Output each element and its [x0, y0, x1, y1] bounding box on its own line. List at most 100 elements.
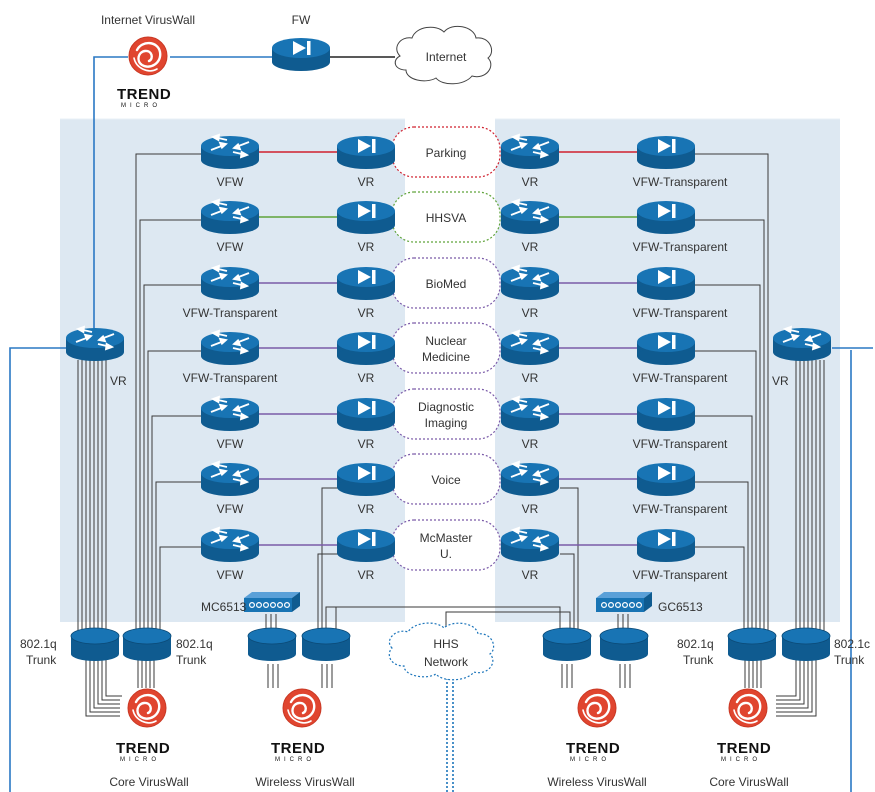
- core-viruswall-left-logo: [126, 687, 168, 729]
- internet-cloud-icon[interactable]: [394, 25, 492, 85]
- right-bundle-lines: [445, 153, 769, 640]
- left-vr-label: VR: [358, 175, 375, 189]
- network-segment-label: Imaging: [425, 416, 468, 430]
- right-vr-router-icon[interactable]: [500, 526, 560, 563]
- left-vr-label: VR: [358, 371, 375, 385]
- right-vfw-firewall-icon[interactable]: [637, 267, 695, 300]
- left-fw-label: VFW: [217, 240, 244, 254]
- network-segment-cloud-icon[interactable]: [391, 519, 501, 571]
- fw-firewall-icon[interactable]: [272, 38, 330, 71]
- left-vfw-router-icon[interactable]: [200, 264, 260, 301]
- trend-sub-b1: MICRO: [120, 757, 160, 763]
- network-segment-label: Medicine: [422, 350, 470, 364]
- left-vr-firewall-icon[interactable]: [337, 332, 395, 365]
- right-vfw-firewall-icon[interactable]: [637, 463, 695, 496]
- right-fw-label: VFW-Transparent: [633, 502, 728, 516]
- right-vfw-firewall-icon[interactable]: [637, 398, 695, 431]
- right-fw-label: VFW-Transparent: [633, 240, 728, 254]
- left-vfw-router-icon[interactable]: [200, 329, 260, 366]
- trunk-switch-right-1[interactable]: [727, 627, 777, 662]
- left-fw-label: VFW: [217, 437, 244, 451]
- left-vfw-router-icon[interactable]: [200, 198, 260, 235]
- trunk-label-1a: 802.1q: [20, 637, 57, 651]
- core-viruswall-left-label: Core VirusWall: [109, 775, 188, 789]
- core-vr-right-router-icon[interactable]: [772, 325, 832, 362]
- core-vr-left-router-icon[interactable]: [65, 325, 125, 362]
- right-vr-router-icon[interactable]: [500, 329, 560, 366]
- left-vr-label: VR: [358, 437, 375, 451]
- hhs-network-label-1: HHS: [433, 637, 458, 651]
- left-vr-label: VR: [358, 240, 375, 254]
- hhs-network-label-2: Network: [424, 655, 469, 669]
- right-fw-label: VFW-Transparent: [633, 175, 728, 189]
- left-vfw-router-icon[interactable]: [200, 526, 260, 563]
- trunk-label-4b: Trunk: [834, 653, 865, 667]
- left-vr-firewall-icon[interactable]: [337, 267, 395, 300]
- network-segment-label: HHSVA: [426, 211, 466, 225]
- core-vr-left-label: VR: [110, 374, 127, 388]
- wireless-viruswall-right-logo: [576, 687, 618, 729]
- trunk-label-3a: 802.1q: [677, 637, 714, 651]
- wireless-viruswall-right-label: Wireless VirusWall: [547, 775, 646, 789]
- left-vfw-router-icon[interactable]: [200, 395, 260, 432]
- right-vr-label: VR: [522, 568, 539, 582]
- left-fw-label: VFW-Transparent: [183, 306, 278, 320]
- left-vr-firewall-icon[interactable]: [337, 136, 395, 169]
- trunk-label-2a: 802.1q: [176, 637, 213, 651]
- left-vfw-router-icon[interactable]: [200, 460, 260, 497]
- trunk-switch-left-1[interactable]: [70, 627, 120, 662]
- wireless-switch-left-2[interactable]: [301, 627, 351, 662]
- left-vr-firewall-icon[interactable]: [337, 201, 395, 234]
- right-vr-router-icon[interactable]: [500, 395, 560, 432]
- network-segment-label: McMaster: [420, 531, 473, 545]
- left-vr-firewall-icon[interactable]: [337, 463, 395, 496]
- right-vfw-firewall-icon[interactable]: [637, 529, 695, 562]
- left-bundle-lines: [135, 153, 561, 634]
- left-vr-firewall-icon[interactable]: [337, 398, 395, 431]
- trend-word-b3: TREND: [566, 740, 620, 757]
- right-vr-router-icon[interactable]: [500, 133, 560, 170]
- wireless-viruswall-left-label: Wireless VirusWall: [255, 775, 354, 789]
- left-vfw-router-icon[interactable]: [200, 133, 260, 170]
- gc6513-switch-icon[interactable]: [595, 591, 653, 613]
- right-vr-label: VR: [522, 306, 539, 320]
- network-segment-label: Diagnostic: [418, 400, 474, 414]
- left-vr-label: VR: [358, 502, 375, 516]
- mc6513-switch-icon[interactable]: [243, 591, 301, 613]
- trunk-switch-left-2[interactable]: [122, 627, 172, 662]
- network-row: VFW VR VR VFW-Transparent Parking: [200, 126, 728, 189]
- trunk-label-2b: Trunk: [176, 653, 207, 667]
- right-vfw-firewall-icon[interactable]: [637, 332, 695, 365]
- left-fw-label: VFW: [217, 175, 244, 189]
- left-vr-firewall-icon[interactable]: [337, 529, 395, 562]
- network-segment-label: U.: [440, 547, 452, 561]
- network-segment-label: BioMed: [426, 277, 467, 291]
- right-vr-router-icon[interactable]: [500, 264, 560, 301]
- hhs-network-lines: [446, 678, 454, 792]
- right-vr-router-icon[interactable]: [500, 460, 560, 497]
- right-vr-label: VR: [522, 502, 539, 516]
- trend-word-b4: TREND: [717, 740, 771, 757]
- wireless-viruswall-left-logo: [281, 687, 323, 729]
- hhs-network-cloud-icon[interactable]: [388, 622, 495, 681]
- trunk-switch-right-2[interactable]: [781, 627, 831, 662]
- right-fw-label: VFW-Transparent: [633, 437, 728, 451]
- network-segment-label: Parking: [426, 146, 467, 160]
- network-segment-cloud-icon[interactable]: [391, 388, 501, 440]
- right-vr-router-icon[interactable]: [500, 198, 560, 235]
- wireless-switch-right-1[interactable]: [542, 627, 592, 662]
- right-vfw-firewall-icon[interactable]: [637, 136, 695, 169]
- wireless-switch-left-1[interactable]: [247, 627, 297, 662]
- right-vfw-firewall-icon[interactable]: [637, 201, 695, 234]
- right-fw-label: VFW-Transparent: [633, 371, 728, 385]
- trend-sub-b4: MICRO: [721, 757, 761, 763]
- network-segment-cloud-icon[interactable]: [391, 322, 501, 374]
- left-fw-label: VFW: [217, 502, 244, 516]
- right-vr-label: VR: [522, 175, 539, 189]
- wireless-switch-right-2[interactable]: [599, 627, 649, 662]
